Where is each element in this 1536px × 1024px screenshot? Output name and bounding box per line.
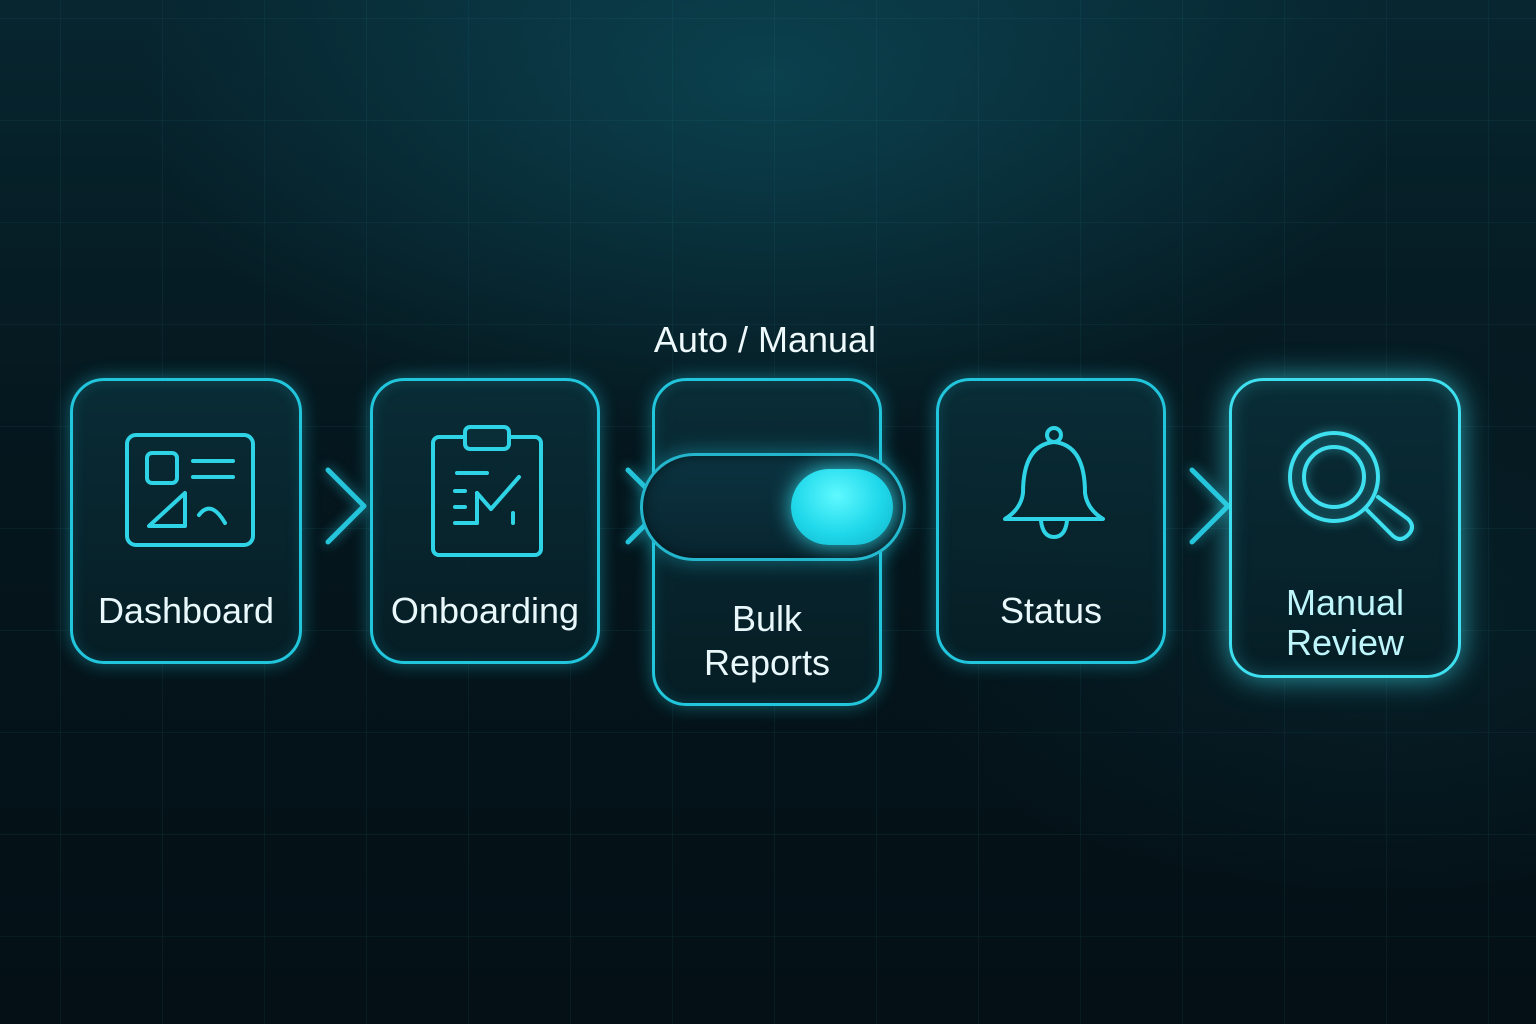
step-card-status[interactable]: Status [936,378,1166,664]
bell-icon [1003,426,1105,539]
step-card-manual-review[interactable]: Manual Review [1229,378,1461,678]
step-label-line: Review [1285,622,1405,663]
magnifier-icon [1288,431,1414,541]
step-card-dashboard[interactable]: Dashboard [70,378,302,664]
chevron-right-icon [325,467,367,545]
step-label-line: Bulk [731,598,803,639]
step-card-onboarding[interactable]: Onboarding [370,378,600,664]
auto-manual-toggle[interactable] [640,453,906,561]
toggle-mode-label: Auto / Manual [653,319,877,360]
clipboard-checklist-icon [431,425,543,557]
dashboard-icon [125,433,255,547]
toggle-knob[interactable] [791,469,893,545]
step-label-line: Reports [703,642,831,683]
step-label: Onboarding [390,590,580,631]
step-label: Status [999,590,1103,631]
step-label-line: Manual [1285,582,1405,623]
step-label: Dashboard [97,590,275,631]
chevron-right-icon [1189,467,1231,545]
